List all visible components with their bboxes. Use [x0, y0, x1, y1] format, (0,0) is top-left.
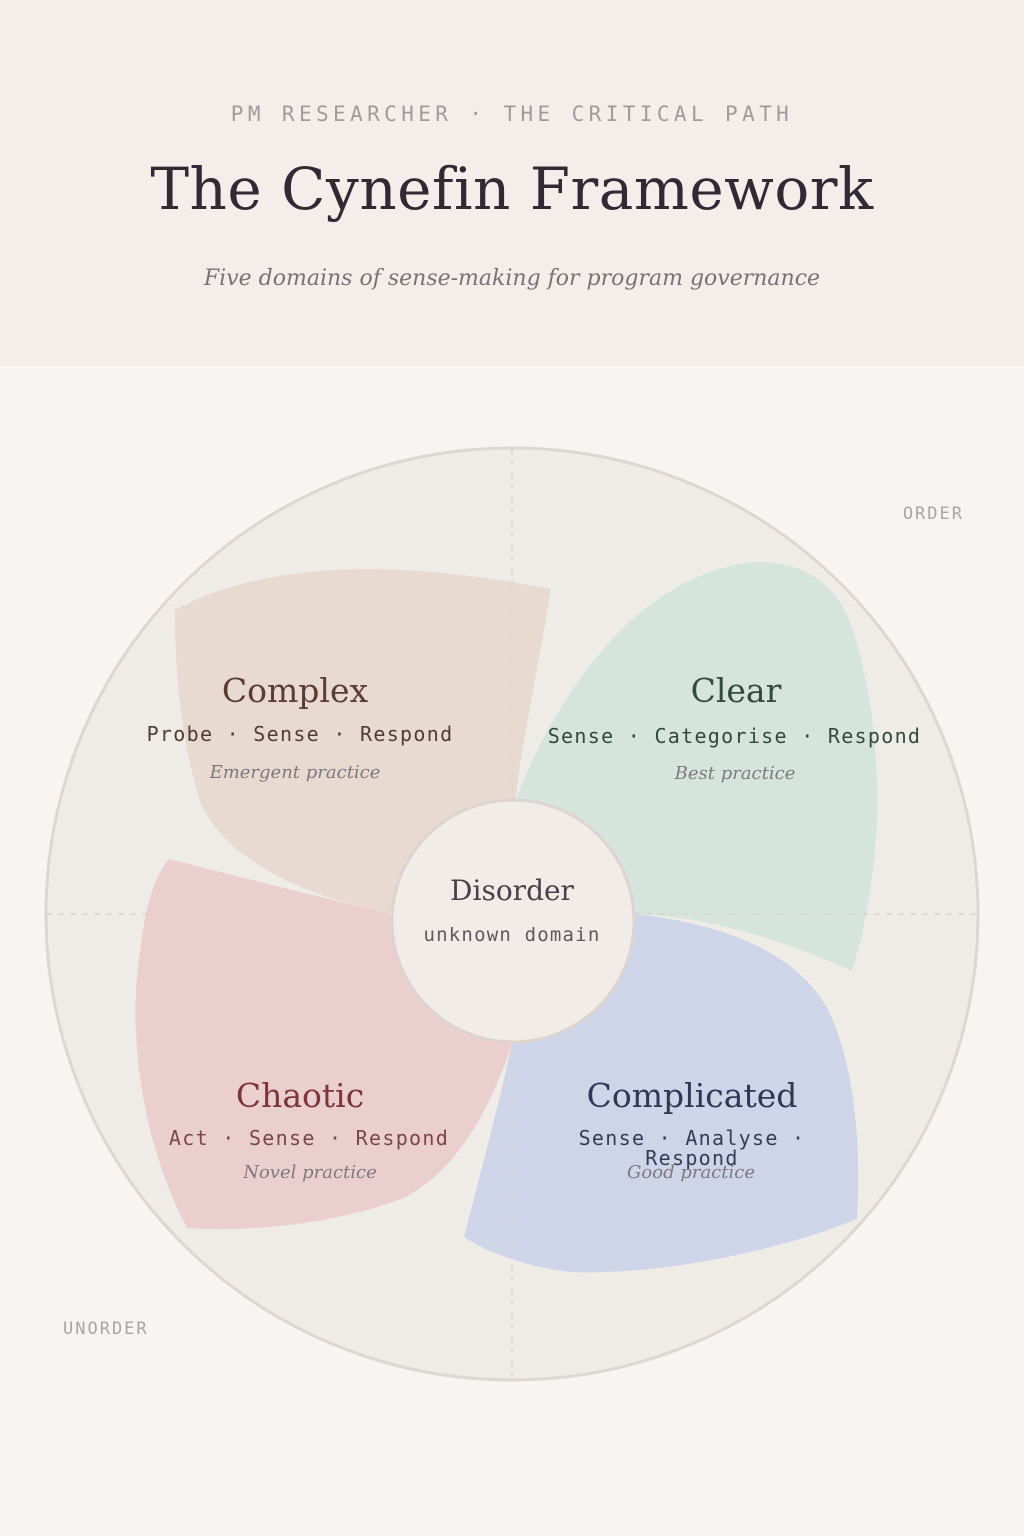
clear-title: Clear [690, 671, 782, 710]
complicated-shape [464, 914, 859, 1273]
chaotic-approach: Act · Sense · Respond [168, 1126, 450, 1150]
disorder-subtitle: unknown domain [423, 924, 601, 946]
disorder-circle [390, 798, 636, 1044]
complicated-title: Complicated [586, 1076, 798, 1115]
clear-shape [515, 562, 878, 971]
eyebrow-label: PM RESEARCHER · THE CRITICAL PATH [230, 102, 794, 126]
complex-practice: Emergent practice [209, 762, 381, 783]
complicated-practice: Good practice [627, 1162, 755, 1183]
complex-approach: Probe · Sense · Respond [146, 722, 454, 746]
complex-title: Complex [221, 671, 369, 710]
unorder-label: UNORDER [63, 1319, 149, 1339]
page-subtitle: Five domains of sense-making for program… [203, 266, 821, 291]
disorder-title: Disorder [450, 874, 574, 907]
page-title: The Cynefin Framework [150, 155, 874, 223]
chaotic-practice: Novel practice [243, 1162, 377, 1183]
chaotic-shape [135, 859, 512, 1230]
order-label: ORDER [902, 504, 964, 524]
clear-approach: Sense · Categorise · Respond [547, 724, 922, 748]
chaotic-title: Chaotic [235, 1076, 365, 1115]
complicated-approach: Sense · Analyse · Respond [578, 1126, 806, 1170]
header-panel: PM RESEARCHER · THE CRITICAL PATH The Cy… [0, 0, 1024, 366]
clear-practice: Best practice [674, 763, 796, 784]
